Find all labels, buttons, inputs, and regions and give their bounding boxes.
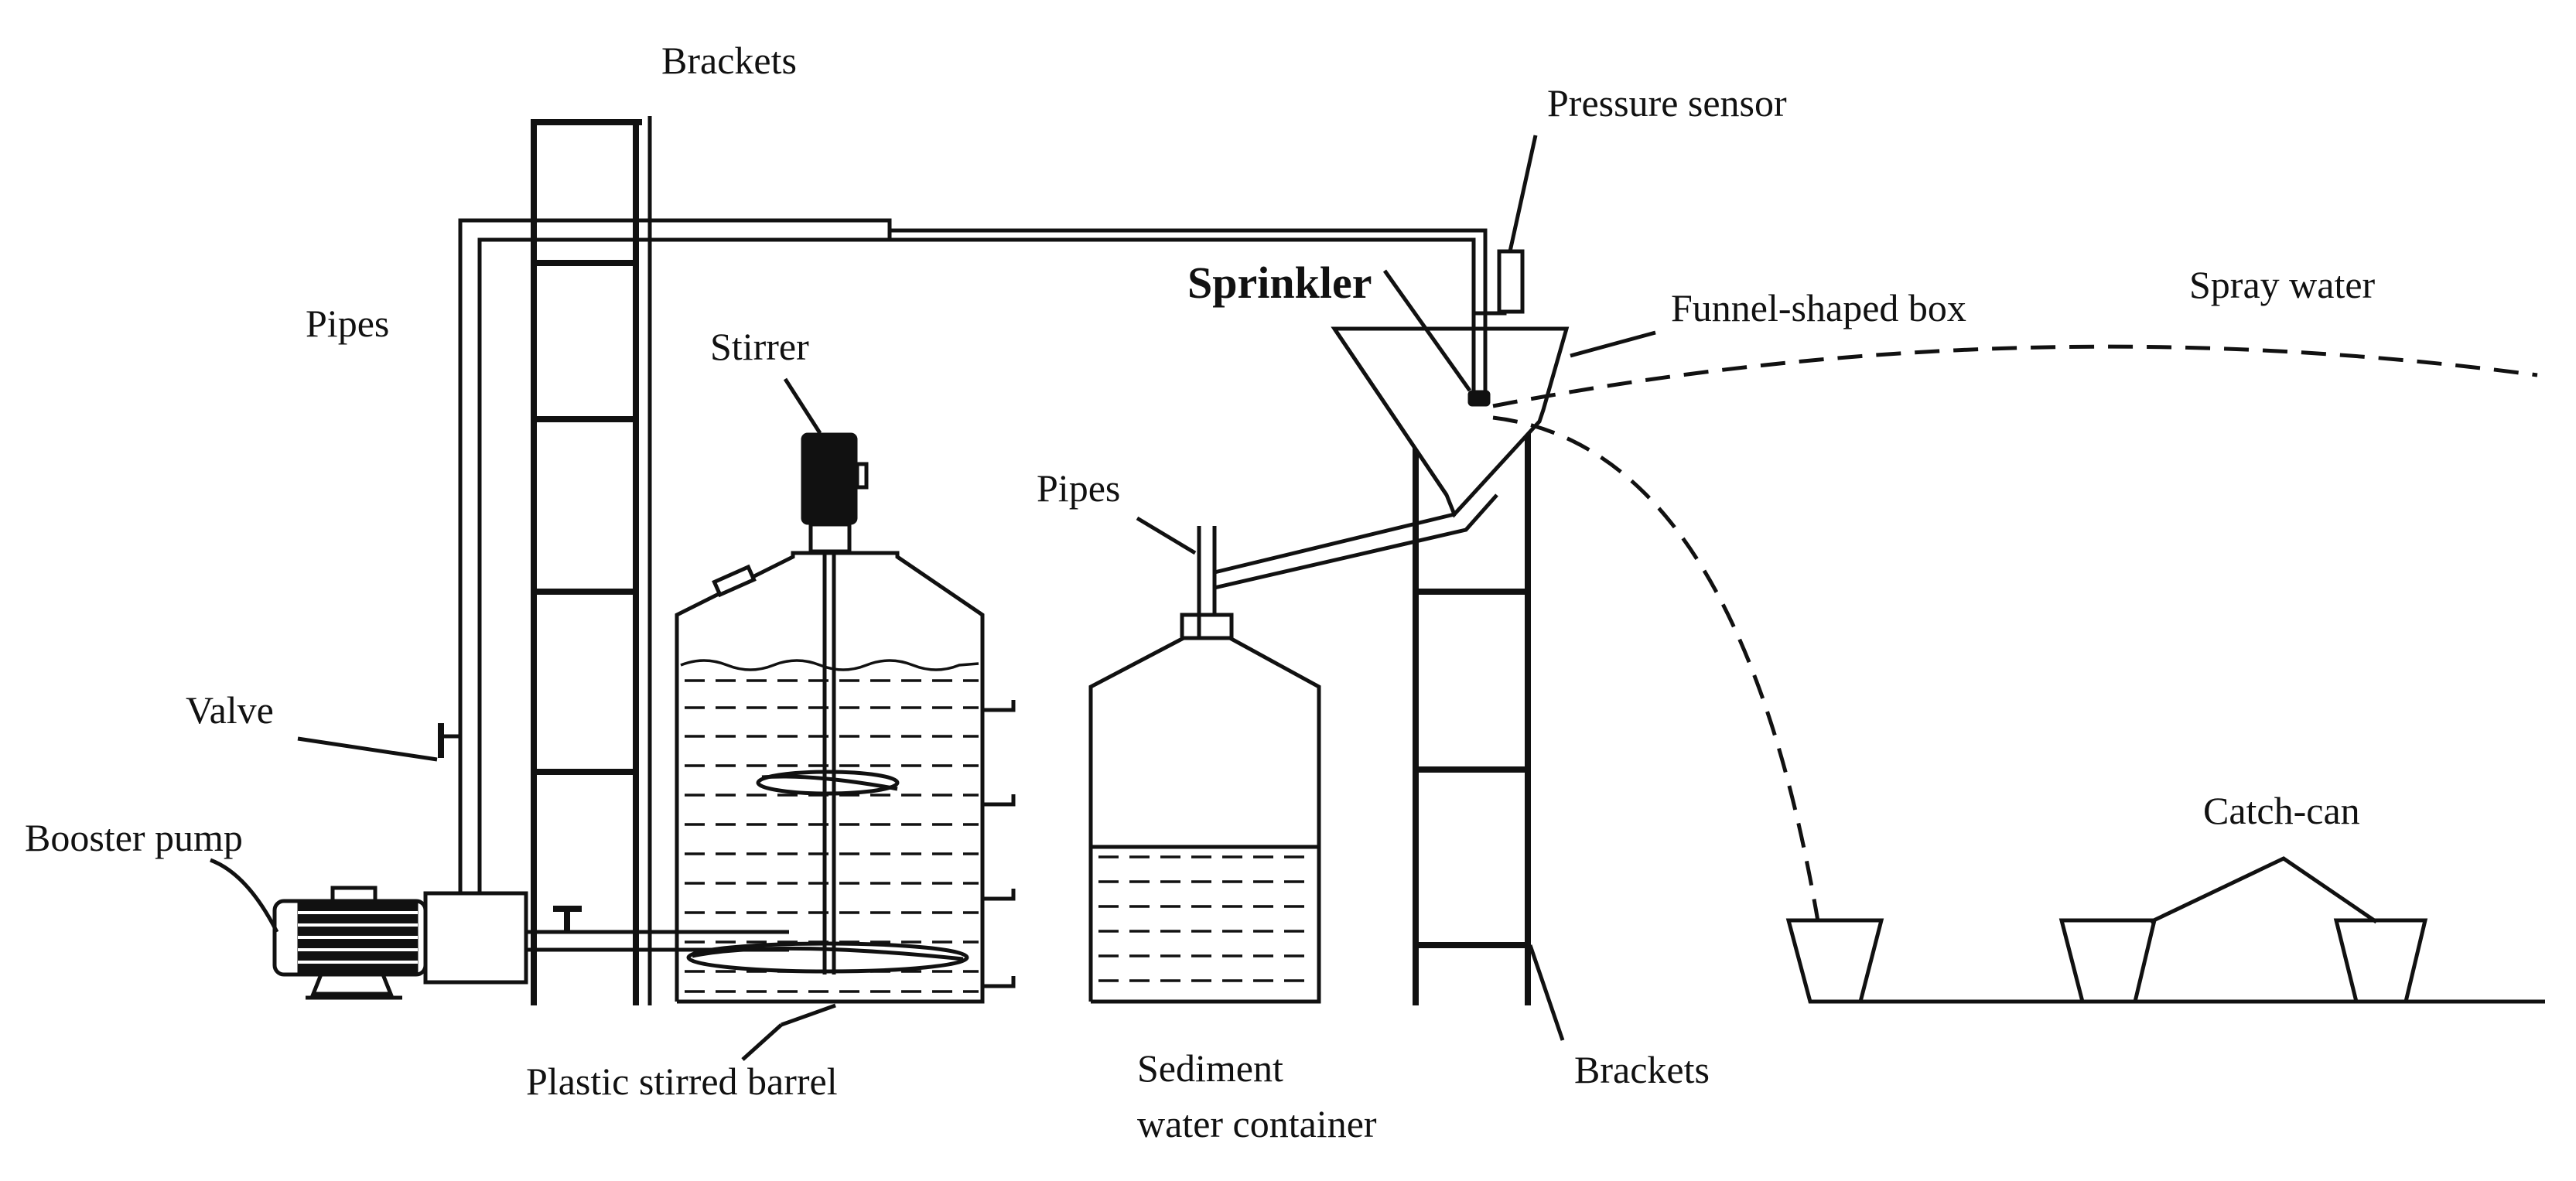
- funnel-shaped-box: [1331, 326, 1656, 518]
- label-sediment-line2: water container: [1137, 1102, 1377, 1145]
- label-spray-water: Spray water: [2189, 263, 2376, 306]
- catch-can-leader: [2149, 856, 2378, 924]
- barrel-outlet-pipe: [526, 906, 789, 952]
- label-plastic-stirred-barrel: Plastic stirred barrel: [526, 1060, 838, 1103]
- stirrer: [686, 377, 969, 974]
- barrel-sampling-taps: [982, 700, 1016, 988]
- barrel-water-lines: [685, 679, 979, 993]
- label-funnel-shaped-box: Funnel-shaped box: [1671, 286, 1966, 329]
- label-pressure-sensor: Pressure sensor: [1547, 81, 1787, 125]
- label-valve: Valve: [186, 688, 274, 732]
- label-catch-can: Catch-can: [2203, 789, 2360, 832]
- booster-pump: [210, 858, 528, 1000]
- plastic-stirred-barrel: [675, 551, 1016, 1061]
- catch-can-1: [1785, 918, 1884, 1004]
- label-sediment-line1: Sediment: [1137, 1046, 1283, 1090]
- label-booster-pump: Booster pump: [25, 816, 243, 859]
- label-stirrer: Stirrer: [710, 325, 809, 368]
- sediment-water-lines: [1098, 855, 1315, 982]
- label-sprinkler: Sprinkler: [1187, 258, 1372, 308]
- catch-can-3: [2333, 918, 2428, 1004]
- label-brackets-top: Brackets: [661, 39, 797, 82]
- label-brackets-bottom: Brackets: [1574, 1048, 1710, 1091]
- right-bracket-tower: [1413, 433, 1565, 1041]
- ground-and-catch-cans: [1785, 856, 2545, 1004]
- label-pipes-left: Pipes: [306, 302, 389, 345]
- left-bracket-tower: [531, 116, 652, 1005]
- sediment-water-container: [1088, 470, 1498, 1004]
- label-pipes-mid: Pipes: [1037, 466, 1120, 510]
- labels: Brackets Pressure sensor Pipes Sprinkler…: [25, 39, 2376, 1145]
- spray-water-trajectories: [1492, 344, 2538, 998]
- pressure-sensor: [1497, 135, 1538, 314]
- valve: [297, 723, 460, 762]
- catch-can-2: [2058, 918, 2157, 1004]
- sprinkler: [1382, 269, 1491, 407]
